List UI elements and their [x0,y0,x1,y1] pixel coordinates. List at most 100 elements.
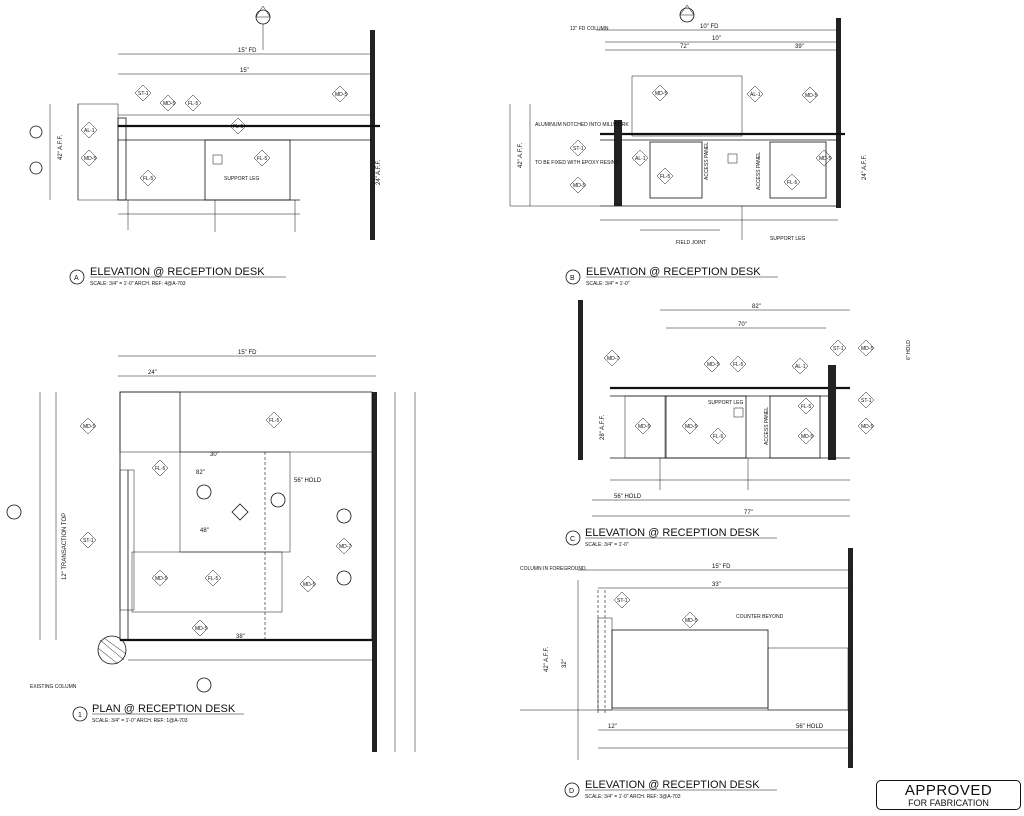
wall-plan [372,392,377,752]
note-aluminum: ALUMINUM NOTCHED INTO MILLWORK [535,122,629,128]
tags-a: ST-1 MD-5 FL-5 MD-5 AL-1 MD-5 FL-5 FL-5 … [80,84,349,187]
svg-text:MD-5: MD-5 [861,424,873,430]
dim-p-15-fd: 15" FD [238,350,257,356]
svg-text:MD-5: MD-5 [163,101,175,107]
dim-b-aff-24: 24" A.F.F. [862,155,868,180]
plan-1: 15" FD 24" 56" HOLD 82" 30" 48" 38" 12" … [6,350,416,752]
dim-b-39: 39" [795,44,804,50]
view-d-scale: SCALE: 3/4" = 1'-0" ARCH. REF: 3@A-703 [585,794,681,800]
svg-text:MD-5: MD-5 [655,91,667,97]
dim-b-72: 72" [680,44,689,50]
dim-b-column: 12" FD COLUMN [570,26,609,32]
dim-d-12: 12" [608,724,617,730]
view-c-scale: SCALE: 3/4" = 1'-0" [585,542,629,548]
note-support-leg-c: SUPPORT LEG [708,400,743,406]
svg-text:MD-5: MD-5 [801,434,813,440]
svg-text:FL-5: FL-5 [257,156,268,162]
svg-text:MD-5: MD-5 [805,93,817,99]
dim-d-15-fd: 15" FD [712,564,731,570]
dim-a-overall: 15" [240,68,249,74]
note-support-leg-a: SUPPORT LEG [224,176,259,182]
svg-text:MD-5: MD-5 [707,362,719,368]
dim-c-aff: 28" A.F.F. [600,415,606,440]
wall-c [578,300,583,460]
dim-p-38: 38" [236,634,245,640]
dim-p-transaction: 12" TRANSACTION TOP [62,513,68,580]
dim-a-aff-24: 24" A.F.F. [376,160,382,185]
tags-d: ST-1 MD-5 [613,591,699,629]
dim-c-82: 82" [752,304,761,310]
tags-plan: MD-5 FL-5 FL-5 ST-1 MD-5 FL-5 MD-5 MD-7 … [79,411,353,637]
view-d-title: ELEVATION @ RECEPTION DESK [585,779,760,791]
dim-c-70: 70" [738,322,747,328]
view-1-title: PLAN @ RECEPTION DESK [92,703,236,715]
note-field-joint: FIELD JOINT [676,240,706,246]
svg-text:ST-1: ST-1 [861,398,872,404]
tags-c: MD-7 MD-5 FL-5 AL-1 ST-1 MD-5 MD-5 MD-5 … [603,339,875,445]
view-c-title: ELEVATION @ RECEPTION DESK [585,527,760,539]
svg-text:MD-5: MD-5 [819,156,831,162]
svg-text:ST-1: ST-1 [573,146,584,152]
dim-b-inner: 10" [712,36,721,42]
view-a-scale: SCALE: 3/4" = 1'-0" ARCH. REF: 4@A-703 [90,281,186,287]
view-b-scale: SCALE: 3/4" = 1'-0" [586,281,630,287]
stamp-approved: APPROVED [904,782,993,799]
svg-text:MD-5: MD-5 [303,582,315,588]
svg-text:MD-5: MD-5 [861,346,873,352]
note-access-panel-c: ACCESS PANEL [764,407,770,445]
svg-text:FL-5: FL-5 [733,362,744,368]
dim-c-56-hold: 56" HOLD [614,494,642,500]
svg-text:MD-7: MD-7 [607,356,619,362]
stamp-for-fabrication: FOR FABRICATION [908,798,989,808]
note-access-panel-b1: ACCESS PANEL [704,142,710,180]
section-marker-b-top [679,4,695,23]
dim-c-hold: 6" HOLD [906,340,912,360]
dim-d-56-hold: 56" HOLD [796,724,824,730]
existing-column [97,635,127,665]
note-existing-column: EXISTING COLUMN [30,684,77,690]
dim-c-77: 77" [744,510,753,516]
svg-text:FL-5: FL-5 [269,418,280,424]
svg-text:AL-1: AL-1 [750,92,761,98]
svg-text:MD-5: MD-5 [195,626,207,632]
dim-d-aff: 42" A.F.F. [544,647,550,672]
dim-a-overall-fd: 15" FD [238,48,257,54]
view-b-title: ELEVATION @ RECEPTION DESK [586,266,761,278]
view-1-letter: 1 [78,712,82,719]
svg-text:FL-5: FL-5 [801,404,812,410]
view-b-letter: B [570,275,575,282]
svg-text:FL-5: FL-5 [208,576,219,582]
note-access-panel-b2: ACCESS PANEL [756,152,762,190]
svg-text:ST-1: ST-1 [833,346,844,352]
svg-text:MD-5: MD-5 [638,424,650,430]
view-a-title: ELEVATION @ RECEPTION DESK [90,266,265,278]
svg-text:ST-1: ST-1 [617,598,628,604]
dim-a-aff: 42" A.F.F. [58,135,64,160]
approved-stamp: APPROVED FOR FABRICATION [876,780,1021,810]
elevation-d: 15" FD 33" 12" 56" HOLD 42" A.F.F. 32" C… [520,548,853,800]
dim-p-82: 82" [196,470,205,476]
elevation-c: 82" 70" 56" HOLD 77" 28" A.F.F. SUPPORT … [565,300,912,548]
wall-a [370,30,375,240]
svg-text:ST-1: ST-1 [138,91,149,97]
svg-text:MD-5: MD-5 [84,156,96,162]
dim-p-24: 24" [148,370,157,376]
svg-text:MD-7: MD-7 [339,544,351,550]
svg-text:MD-5: MD-5 [155,576,167,582]
svg-text:ST-1: ST-1 [83,538,94,544]
svg-text:MD-5: MD-5 [685,618,697,624]
tags-b: MD-5 AL-1 MD-5 ST-1 MD-5 AL-1 FL-5 FL-5 … [569,84,833,194]
wall-d [848,548,853,768]
svg-text:FL-5: FL-5 [660,174,671,180]
svg-text:FL-5: FL-5 [155,466,166,472]
svg-text:FL-5: FL-5 [233,124,244,130]
dim-p-48: 48" [200,528,209,534]
svg-text:AL-1: AL-1 [635,156,646,162]
note-column-foreground: COLUMN IN FOREGROUND [520,566,586,572]
view-d-letter: D [569,788,574,795]
dim-b-aff: 42" A.F.F. [518,143,524,168]
note-counter-beyond: COUNTER BEYOND [736,614,784,620]
svg-text:MD-5: MD-5 [685,424,697,430]
wall-b [836,18,841,208]
